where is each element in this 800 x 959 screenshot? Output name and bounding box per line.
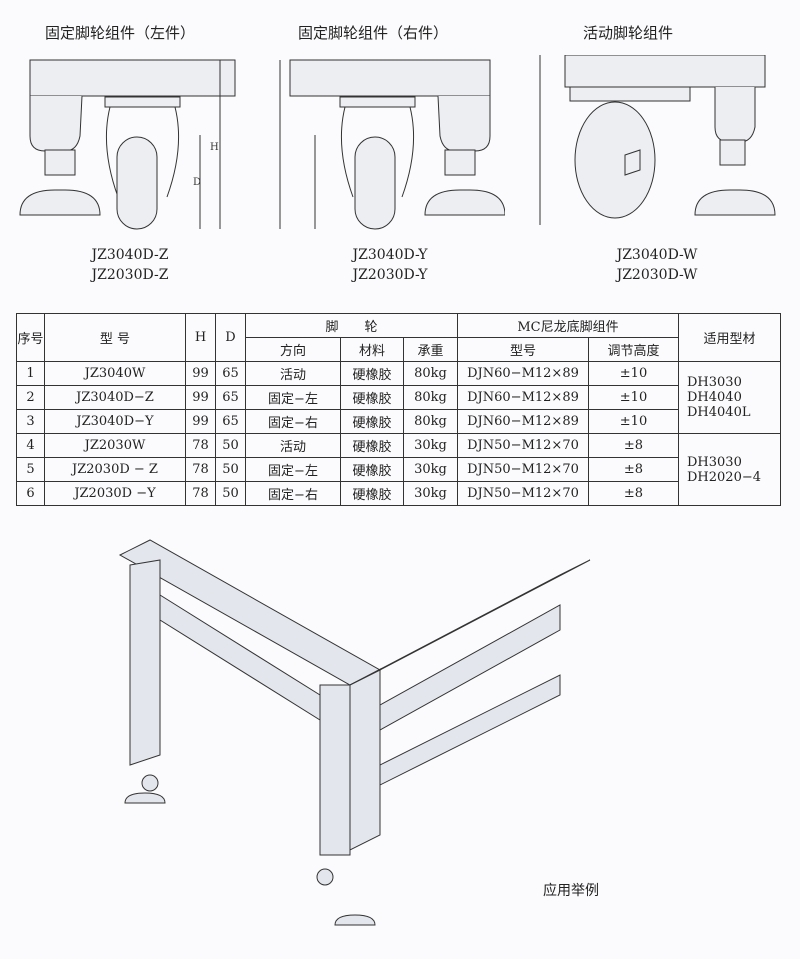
table-cell: 50 bbox=[215, 457, 246, 482]
table-cell: JZ2030W bbox=[44, 433, 186, 458]
table-cell: ±10 bbox=[588, 361, 679, 386]
table-cell: 固定−左 bbox=[245, 385, 341, 410]
table-cell: 1 bbox=[16, 361, 45, 386]
table-cell: JZ3040W bbox=[44, 361, 186, 386]
table-cell: 30kg bbox=[403, 433, 458, 458]
profile-name: DH3030 bbox=[687, 375, 742, 390]
table-cell: 65 bbox=[215, 385, 246, 410]
table-cell: DJN50−M12×70 bbox=[457, 457, 589, 482]
table-cell: 4 bbox=[16, 433, 45, 458]
table-cell: 30kg bbox=[403, 457, 458, 482]
table-cell: 78 bbox=[185, 457, 216, 482]
table-cell: 活动 bbox=[245, 361, 341, 386]
table-cell: 3 bbox=[16, 409, 45, 434]
table-cell: DJN50−M12×70 bbox=[457, 433, 589, 458]
caster-swivel-drawing bbox=[539, 55, 776, 225]
table-cell: JZ3040D−Y bbox=[44, 409, 186, 434]
table-cell: 30kg bbox=[403, 481, 458, 506]
table-cell: ±10 bbox=[588, 385, 679, 410]
table-cell: 固定−右 bbox=[245, 409, 341, 434]
table-cell: DJN60−M12×89 bbox=[457, 385, 589, 410]
table-cell: 65 bbox=[215, 409, 246, 434]
table-cell: ±8 bbox=[588, 433, 679, 458]
table-cell: ±10 bbox=[588, 409, 679, 434]
table-cell: 硬橡胶 bbox=[340, 385, 404, 410]
table-cell: 硬橡胶 bbox=[340, 409, 404, 434]
table-cell: 5 bbox=[16, 457, 45, 482]
title-swivel: 活动脚轮组件 bbox=[583, 24, 674, 42]
title-fixed-left: 固定脚轮组件（左件） bbox=[45, 24, 196, 42]
table-cell: 99 bbox=[185, 361, 216, 386]
table-cell: 固定−右 bbox=[245, 481, 341, 506]
table-cell: 硬橡胶 bbox=[340, 433, 404, 458]
table-cell: 2 bbox=[16, 385, 45, 410]
application-frame-drawing bbox=[118, 539, 591, 926]
table-cell: 50 bbox=[215, 481, 246, 506]
table-cell: DJN60−M12×89 bbox=[457, 409, 589, 434]
caster-left-drawing: HD bbox=[19, 59, 236, 230]
table-cell: ±8 bbox=[588, 481, 679, 506]
table-cell: 99 bbox=[185, 409, 216, 434]
table-cell: 65 bbox=[215, 361, 246, 386]
table-cell: 50 bbox=[215, 433, 246, 458]
table-cell: JZ2030D − Z bbox=[44, 457, 186, 482]
table-cell: 80kg bbox=[403, 409, 458, 434]
caption: 应用举例 bbox=[543, 883, 599, 899]
title-fixed-right: 固定脚轮组件（右件） bbox=[298, 24, 449, 42]
table-cell: 6 bbox=[16, 481, 45, 506]
dim-d: D bbox=[193, 177, 201, 188]
table-cell: DJN60−M12×89 bbox=[457, 361, 589, 386]
table-cell: 硬橡胶 bbox=[340, 457, 404, 482]
table-cell: ±8 bbox=[588, 457, 679, 482]
profile-name: DH2020−4 bbox=[687, 469, 762, 485]
table-cell: 80kg bbox=[403, 385, 458, 410]
profile-name: DH4040L bbox=[687, 405, 751, 420]
profile-name: DH4040 bbox=[687, 390, 742, 405]
table-cell: 78 bbox=[185, 433, 216, 458]
caster-right-drawing bbox=[279, 59, 505, 230]
table-cell: JZ2030D −Y bbox=[44, 481, 186, 506]
table-cell: JZ3040D−Z bbox=[44, 385, 186, 410]
table-cell: 硬橡胶 bbox=[340, 481, 404, 506]
table-cell: DJN50−M12×70 bbox=[457, 481, 589, 506]
table-cell: 99 bbox=[185, 385, 216, 410]
table-cell: 固定−左 bbox=[245, 457, 341, 482]
table-cell: 活动 bbox=[245, 433, 341, 458]
dim-h: H bbox=[210, 142, 219, 153]
profile-name: DH3030 bbox=[687, 454, 742, 470]
table-cell: 硬橡胶 bbox=[340, 361, 404, 386]
table-cell: 78 bbox=[185, 481, 216, 506]
table-cell: 80kg bbox=[403, 361, 458, 386]
